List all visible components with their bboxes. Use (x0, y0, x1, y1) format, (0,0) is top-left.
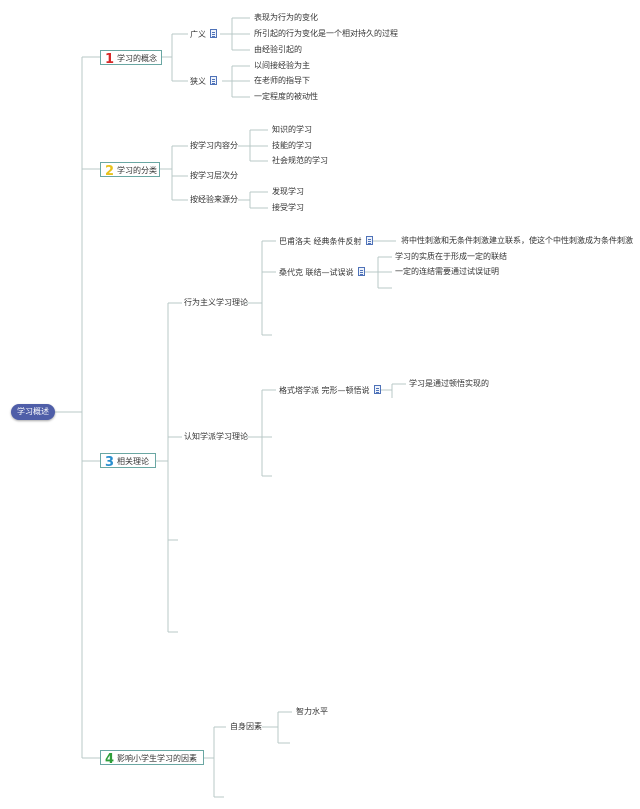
branch-label: 学习的分类 (117, 166, 158, 175)
node-label: 桑代克 联结—试误说 (279, 268, 354, 277)
node-behaviorism[interactable]: 行为主义学习理论 (184, 298, 248, 307)
leaf-narrow-1[interactable]: 以间接经验为主 (254, 61, 310, 70)
leaf-pavlov-detail[interactable]: 将中性刺激和无条件刺激建立联系，使这个中性刺激成为条件刺激 (401, 236, 633, 245)
leaf-thorndike-1[interactable]: 学习的实质在于形成一定的联结 (395, 252, 507, 261)
leaf-source-1[interactable]: 发现学习 (272, 187, 304, 196)
node-by-level[interactable]: 按学习层次分 (190, 171, 238, 180)
node-label: 狭义 (190, 77, 206, 86)
node-by-source[interactable]: 按经验来源分 (190, 195, 238, 204)
branch-number: 2 (105, 164, 115, 179)
leaf-thorndike-2[interactable]: 一定的连结需要通过试误证明 (395, 267, 499, 276)
branch-number: 3 (105, 455, 115, 470)
leaf-broad-2[interactable]: 所引起的行为变化是一个相对持久的过程 (254, 29, 398, 38)
node-gestalt[interactable]: 格式塔学派 完形—顿悟说 (279, 385, 381, 396)
leaf-source-2[interactable]: 接受学习 (272, 203, 304, 212)
node-self-factors[interactable]: 自身因素 (230, 722, 262, 731)
node-cognitivism[interactable]: 认知学派学习理论 (184, 432, 248, 441)
leaf-intelligence[interactable]: 智力水平 (296, 707, 328, 716)
node-by-content[interactable]: 按学习内容分 (190, 141, 238, 150)
node-label: 巴甫洛夫 经典条件反射 (279, 237, 362, 246)
node-pavlov[interactable]: 巴甫洛夫 经典条件反射 (279, 236, 373, 247)
note-icon[interactable] (357, 267, 365, 276)
node-broad-sense[interactable]: 广义 (190, 29, 217, 40)
branch-number: 1 (105, 52, 115, 67)
node-label: 格式塔学派 完形—顿悟说 (279, 386, 370, 395)
leaf-narrow-2[interactable]: 在老师的指导下 (254, 76, 310, 85)
branch-label: 影响小学生学习的因素 (117, 754, 198, 763)
leaf-narrow-3[interactable]: 一定程度的被动性 (254, 92, 318, 101)
node-thorndike[interactable]: 桑代克 联结—试误说 (279, 267, 365, 278)
leaf-broad-1[interactable]: 表现为行为的变化 (254, 13, 318, 22)
branch-label: 相关理论 (117, 457, 150, 466)
leaf-broad-3[interactable]: 由经验引起的 (254, 45, 302, 54)
leaf-content-2[interactable]: 技能的学习 (272, 141, 312, 150)
branch-number: 4 (105, 752, 115, 767)
note-icon[interactable] (365, 236, 373, 245)
branch-label: 学习的概念 (117, 54, 158, 63)
note-icon[interactable] (210, 29, 217, 38)
leaf-content-1[interactable]: 知识的学习 (272, 125, 312, 134)
note-icon[interactable] (373, 385, 381, 394)
leaf-content-3[interactable]: 社会规范的学习 (272, 156, 328, 165)
root-topic[interactable]: 学习概述 (11, 404, 55, 420)
node-narrow-sense[interactable]: 狭义 (190, 76, 217, 87)
node-label: 广义 (190, 30, 206, 39)
note-icon[interactable] (210, 76, 217, 85)
leaf-gestalt-detail[interactable]: 学习是通过顿悟实现的 (409, 379, 489, 388)
